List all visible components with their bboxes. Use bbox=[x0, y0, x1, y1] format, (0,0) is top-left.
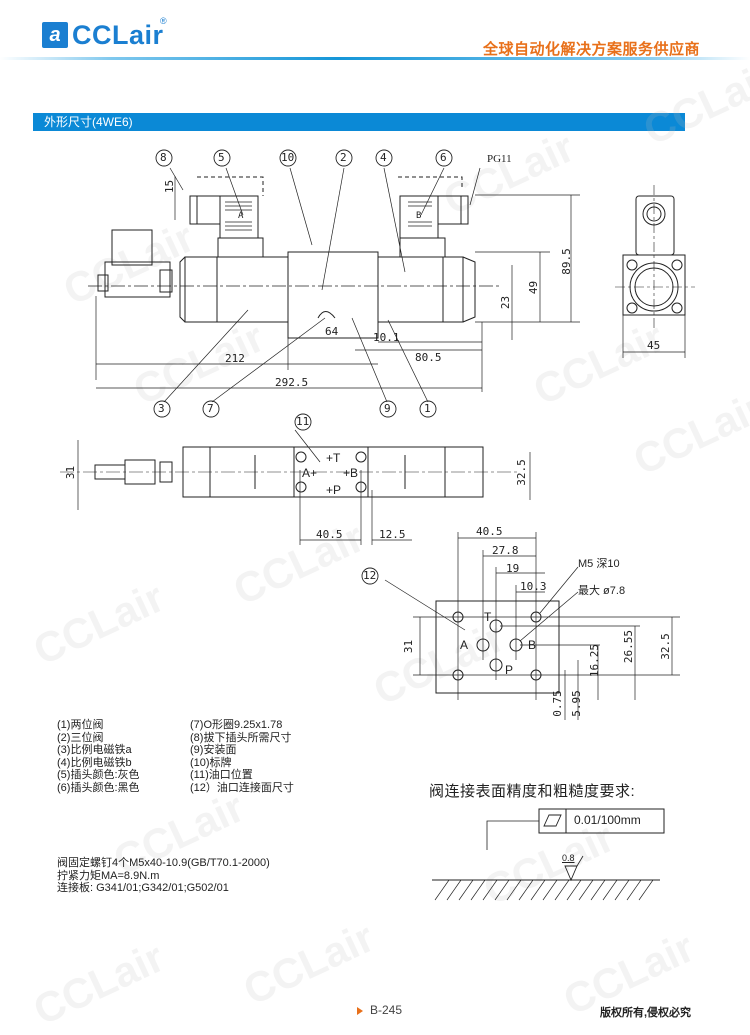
callout-12: 12 bbox=[363, 569, 377, 582]
surface-req-title: 阀连接表面精度和粗糙度要求: bbox=[429, 783, 636, 800]
dim-port-spacing: 40.5 bbox=[316, 528, 343, 541]
header-divider bbox=[0, 57, 750, 60]
legend-item: (4)比例电磁铁b bbox=[57, 756, 132, 769]
legend-item: (9)安装面 bbox=[190, 744, 237, 756]
section-title: 外形尺寸(4WE6) bbox=[44, 115, 133, 129]
dim-mount-x1: 40.5 bbox=[476, 525, 503, 538]
dim-height-axis: 23 bbox=[499, 295, 513, 310]
registered-mark: ® bbox=[160, 16, 167, 26]
callout-9: 9 bbox=[384, 402, 391, 415]
legend-item: (11)油口位置 bbox=[190, 769, 253, 781]
coil-label-b: B bbox=[416, 211, 422, 221]
dim-port-offset: 12.5 bbox=[379, 528, 406, 541]
dim-right-len: 80.5 bbox=[415, 351, 442, 364]
callout-10: 10 bbox=[281, 151, 295, 164]
dim-mount-y5: 0.75 bbox=[550, 690, 564, 717]
mount-port-t: T bbox=[484, 610, 492, 624]
dim-mount-y-left: 31 bbox=[402, 639, 416, 654]
dim-mount-y1: 32.5 bbox=[658, 633, 672, 660]
flatness-icon bbox=[543, 813, 563, 829]
legend-item: (2)三位阀 bbox=[57, 731, 104, 744]
page-number: B-245 bbox=[370, 1003, 403, 1017]
legend-right: (7)O形圈9.25x1.78 (8)拔下插头所需尺寸 (9)安装面 (10)标… bbox=[190, 719, 294, 794]
callout-2: 2 bbox=[340, 151, 347, 164]
thread-note: M5 深10 bbox=[578, 558, 620, 570]
legend-item: (1)两位阀 bbox=[57, 719, 104, 731]
dim-plug-removal: 15 bbox=[163, 179, 177, 194]
coil-label-a: A bbox=[238, 211, 244, 221]
section-bar bbox=[33, 113, 685, 131]
dim-mount-x3: 19 bbox=[506, 562, 520, 575]
roughness-value: 0.8 bbox=[562, 853, 575, 863]
legend-left: (1)两位阀 (2)三位阀 (3)比例电磁铁a (4)比例电磁铁b (5)插头颜… bbox=[57, 719, 140, 794]
notes: 阀固定螺钉4个M5x40-10.9(GB/T70.1-2000) 拧紧力矩MA=… bbox=[57, 857, 270, 895]
legend-item: (10)标牌 bbox=[190, 756, 232, 769]
callout-5: 5 bbox=[218, 151, 225, 164]
legend-item: (12）油口连接面尺寸 bbox=[190, 781, 294, 794]
callout-1: 1 bbox=[424, 402, 431, 415]
note-line: 拧紧力矩MA=8.9N.m bbox=[57, 869, 160, 882]
mount-port-b: B bbox=[528, 638, 537, 652]
dim-left-len: 212 bbox=[225, 352, 245, 365]
legend-item: (5)插头颜色:灰色 bbox=[57, 769, 140, 781]
legend-item: (8)拔下插头所需尺寸 bbox=[190, 731, 292, 744]
note-line: 阀固定螺钉4个M5x40-10.9(GB/T70.1-2000) bbox=[57, 857, 270, 869]
top-port-p: +P bbox=[326, 483, 342, 497]
callout-11: 11 bbox=[296, 415, 310, 428]
callout-8: 8 bbox=[160, 151, 167, 164]
legend-item: (6)插头颜色:黑色 bbox=[57, 781, 140, 794]
dim-body-center: 64 bbox=[325, 325, 339, 338]
dim-mount-y4: 5.95 bbox=[569, 690, 583, 717]
callout-6: 6 bbox=[440, 151, 447, 164]
note-line: 连接板: G341/01;G342/01;G502/01 bbox=[57, 882, 229, 894]
dim-side-width: 45 bbox=[647, 339, 661, 352]
callout-7: 7 bbox=[207, 402, 214, 415]
dim-mount-y3: 16.25 bbox=[588, 643, 602, 678]
legend-item: (7)O形圈9.25x1.78 bbox=[190, 719, 283, 731]
dim-mount-y2: 26.55 bbox=[622, 629, 636, 664]
dim-total-len: 292.5 bbox=[275, 376, 309, 389]
legend-item: (3)比例电磁铁a bbox=[57, 744, 132, 756]
logo-mark: a bbox=[42, 22, 68, 48]
mount-port-a: A bbox=[460, 638, 469, 652]
mount-port-p: P bbox=[505, 663, 514, 677]
top-port-t: +T bbox=[326, 451, 341, 465]
dim-top-width-right: 32.5 bbox=[514, 459, 528, 486]
dim-top-width-left: 31 bbox=[64, 465, 78, 480]
top-port-a: A+ bbox=[302, 466, 318, 480]
top-port-b: +B bbox=[343, 466, 359, 480]
dim-mount-x2: 27.8 bbox=[492, 544, 519, 557]
max-dia-note: 最大 ø7.8 bbox=[578, 585, 626, 597]
callout-3: 3 bbox=[158, 402, 165, 415]
connector-thread: PG11 bbox=[487, 153, 512, 165]
brand-logo: CCLair bbox=[72, 20, 164, 50]
page-arrow-icon bbox=[357, 1007, 363, 1015]
dim-offset: 10.1 bbox=[373, 331, 400, 344]
dim-height-body: 49 bbox=[527, 280, 541, 295]
copyright: 版权所有,侵权必究 bbox=[600, 1007, 692, 1019]
slogan: 全球自动化解决方案服务供应商 bbox=[482, 41, 700, 58]
dim-height-total: 89.5 bbox=[559, 248, 573, 275]
flatness-value: 0.01/100mm bbox=[574, 813, 641, 827]
dim-mount-x4: 10.3 bbox=[520, 580, 547, 593]
callout-4: 4 bbox=[380, 151, 387, 164]
